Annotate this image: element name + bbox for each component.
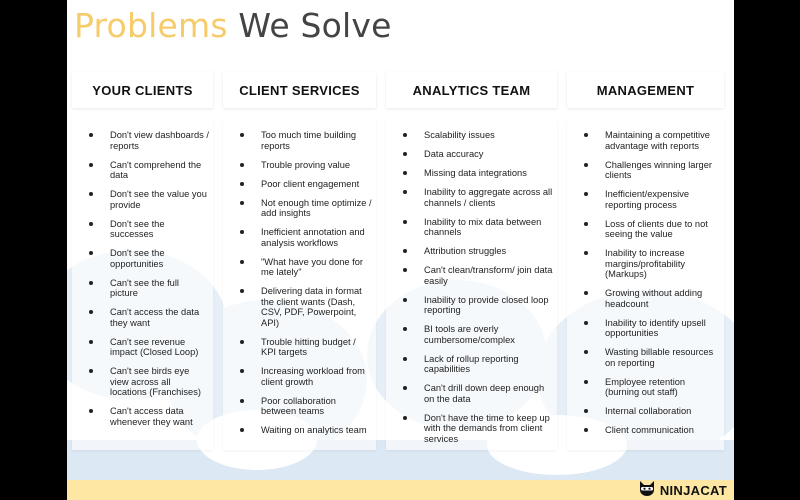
list-item: Inefficient annotation and analysis work…	[223, 227, 372, 248]
list-item: Challenges winning larger clients	[567, 160, 720, 181]
list-item: Wasting billable resources on reporting	[567, 347, 720, 368]
list-item: Can't comprehend the data	[72, 160, 209, 181]
list-item: Too much time building reports	[223, 130, 372, 151]
list-item: Lack of rollup reporting capabilities	[386, 354, 553, 375]
list-item: Scalability issues	[386, 130, 553, 141]
list-item: "What have you done for me lately"	[223, 257, 372, 278]
list-item: Inability to provide closed loop reporti…	[386, 295, 553, 316]
list-item: Trouble proving value	[223, 160, 372, 171]
list-item: Inefficient/expensive reporting process	[567, 189, 720, 210]
logo-text: NINJACAT	[659, 482, 727, 498]
list-item: Can't clean/transform/ join data easily	[386, 265, 553, 286]
list-item: Increasing workload from client growth	[223, 366, 372, 387]
page-title: Problems We Solve	[74, 4, 392, 48]
list-item: Can't access data whenever they want	[72, 406, 209, 427]
list-item: Internal collaboration	[567, 406, 720, 417]
list-item: Data accuracy	[386, 149, 553, 160]
column-management: Maintaining a competitive advantage with…	[567, 118, 724, 450]
list-item: Don't have the time to keep up with the …	[386, 413, 553, 445]
problem-list: Don't view dashboards / reports Can't co…	[72, 118, 213, 427]
problem-list: Scalability issues Data accuracy Missing…	[386, 118, 557, 444]
list-item: Poor collaboration between teams	[223, 396, 372, 417]
list-item: Can't access the data they want	[72, 307, 209, 328]
list-item: Growing without adding headcount	[567, 288, 720, 309]
list-item: Trouble hitting budget / KPI targets	[223, 337, 372, 358]
list-item: Attribution struggles	[386, 246, 553, 257]
list-item: Can't see revenue impact (Closed Loop)	[72, 337, 209, 358]
ninja-cat-icon	[638, 480, 656, 500]
list-item: Inability to identify upsell opportuniti…	[567, 318, 720, 339]
list-item: Loss of clients due to not seeing the va…	[567, 219, 720, 240]
list-item: Missing data integrations	[386, 168, 553, 179]
column-your-clients: Don't view dashboards / reports Can't co…	[72, 118, 213, 450]
list-item: Can't see the full picture	[72, 278, 209, 299]
list-item: Inability to mix data between channels	[386, 217, 553, 238]
list-item: Don't see the value you provide	[72, 189, 209, 210]
footer-bar	[67, 480, 734, 500]
list-item: Employee retention (burning out staff)	[567, 377, 720, 398]
list-item: Can't see birds eye view across all loca…	[72, 366, 209, 398]
column-client-services: Too much time building reports Trouble p…	[223, 118, 376, 450]
list-item: Poor client engagement	[223, 179, 372, 190]
list-item: Don't see the successes	[72, 219, 209, 240]
list-item: Don't see the opportunities	[72, 248, 209, 269]
column-analytics-team: Scalability issues Data accuracy Missing…	[386, 118, 557, 450]
list-item: Client communication	[567, 425, 720, 436]
list-item: Maintaining a competitive advantage with…	[567, 130, 720, 151]
title-accent: Problems	[74, 6, 228, 45]
column-header-analytics-team: ANALYTICS TEAM	[386, 72, 557, 108]
list-item: Inability to increase margins/profitabil…	[567, 248, 720, 280]
ninjacat-logo: NINJACAT	[638, 480, 727, 500]
problem-list: Too much time building reports Trouble p…	[223, 118, 376, 436]
list-item: Waiting on analytics team	[223, 425, 372, 436]
list-item: Can't drill down deep enough on the data	[386, 383, 553, 404]
column-header-your-clients: YOUR CLIENTS	[72, 72, 213, 108]
list-item: BI tools are overly cumbersome/complex	[386, 324, 553, 345]
list-item: Inability to aggregate across all channe…	[386, 187, 553, 208]
title-rest: We Solve	[238, 6, 392, 45]
problem-list: Maintaining a competitive advantage with…	[567, 118, 724, 436]
slide: Problems We Solve YOUR CLIENTS Don't vie…	[67, 0, 734, 500]
column-header-management: MANAGEMENT	[567, 72, 724, 108]
list-item: Not enough time optimize / add insights	[223, 198, 372, 219]
column-header-client-services: CLIENT SERVICES	[223, 72, 376, 108]
list-item: Delivering data in format the client wan…	[223, 286, 372, 328]
list-item: Don't view dashboards / reports	[72, 130, 209, 151]
